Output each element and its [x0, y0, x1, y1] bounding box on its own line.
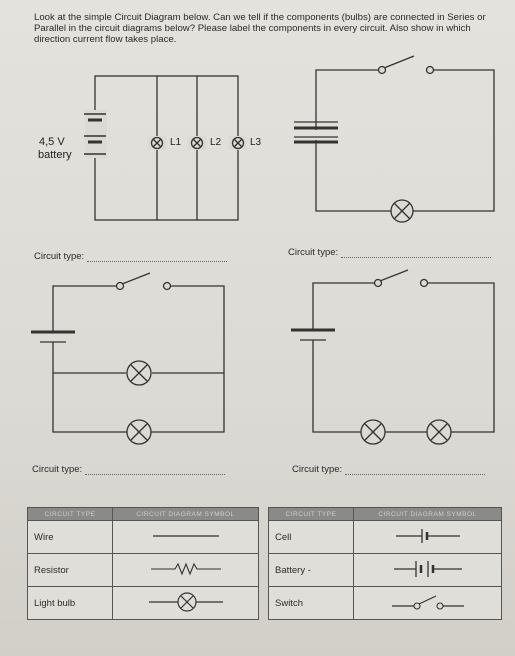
- battery-symbol: [353, 553, 502, 587]
- table-row: Resistor: [27, 553, 259, 587]
- bulb-l3-icon: [229, 136, 247, 150]
- table-row: Switch: [268, 586, 502, 620]
- bulb-icon: [390, 199, 414, 223]
- bulb-icon: [126, 419, 152, 445]
- resistor-symbol: [112, 553, 259, 587]
- bulb-l1-label: L1: [170, 137, 182, 148]
- circuit-4-diagram: [291, 269, 495, 445]
- symbol-table-right: CIRCUIT TYPE CIRCUIT DIAGRAM SYMBOL Cell…: [268, 507, 502, 620]
- component-name: Wire: [27, 520, 113, 554]
- symbol-table-left: CIRCUIT TYPE CIRCUIT DIAGRAM SYMBOL Wire…: [27, 507, 259, 620]
- circuit-2-type-field[interactable]: Circuit type:: [288, 247, 492, 258]
- component-name: Battery -: [268, 553, 354, 587]
- circuit-type-label: Circuit type:: [292, 464, 343, 475]
- cell-symbol: [353, 520, 502, 554]
- table-header: CIRCUIT DIAGRAM SYMBOL: [112, 507, 259, 521]
- table-header: CIRCUIT TYPE: [268, 507, 354, 521]
- table-row: Battery -: [268, 553, 502, 587]
- table-row: Cell: [268, 520, 502, 554]
- component-name: Switch: [268, 586, 354, 620]
- circuit-diagrams: [31, 55, 495, 445]
- table-row: Wire: [27, 520, 259, 554]
- circuit-type-label: Circuit type:: [34, 251, 85, 262]
- battery-label: battery: [38, 149, 72, 161]
- circuit-type-label: Circuit type:: [32, 464, 83, 475]
- component-name: Cell: [268, 520, 354, 554]
- circuit-1-diagram: [84, 75, 247, 221]
- battery-voltage-label: 4,5 V: [39, 136, 65, 148]
- wire-symbol: [112, 520, 259, 554]
- component-name: Light bulb: [27, 586, 113, 620]
- bulb-l1-icon: [148, 136, 166, 150]
- table-header: CIRCUIT DIAGRAM SYMBOL: [353, 507, 502, 521]
- bulb-icon: [126, 360, 152, 386]
- bulb-l2-label: L2: [210, 137, 222, 148]
- circuit-4-type-field[interactable]: Circuit type:: [292, 464, 486, 475]
- instructions-text: Look at the simple Circuit Diagram below…: [34, 12, 486, 45]
- circuit-type-label: Circuit type:: [288, 247, 339, 258]
- bulb-symbol: [112, 586, 259, 620]
- bulb-l2-icon: [188, 136, 206, 150]
- component-name: Resistor: [27, 553, 113, 587]
- bulb-icon: [360, 419, 386, 445]
- bulb-l3-label: L3: [250, 137, 262, 148]
- circuit-2-diagram: [294, 55, 495, 223]
- bulb-icon: [426, 419, 452, 445]
- table-header: CIRCUIT TYPE: [27, 507, 113, 521]
- circuit-3-diagram: [31, 272, 225, 445]
- switch-symbol: [353, 586, 502, 620]
- circuit-3-type-field[interactable]: Circuit type:: [32, 464, 226, 475]
- table-row: Light bulb: [27, 586, 259, 620]
- circuit-1-type-field[interactable]: Circuit type:: [34, 251, 228, 262]
